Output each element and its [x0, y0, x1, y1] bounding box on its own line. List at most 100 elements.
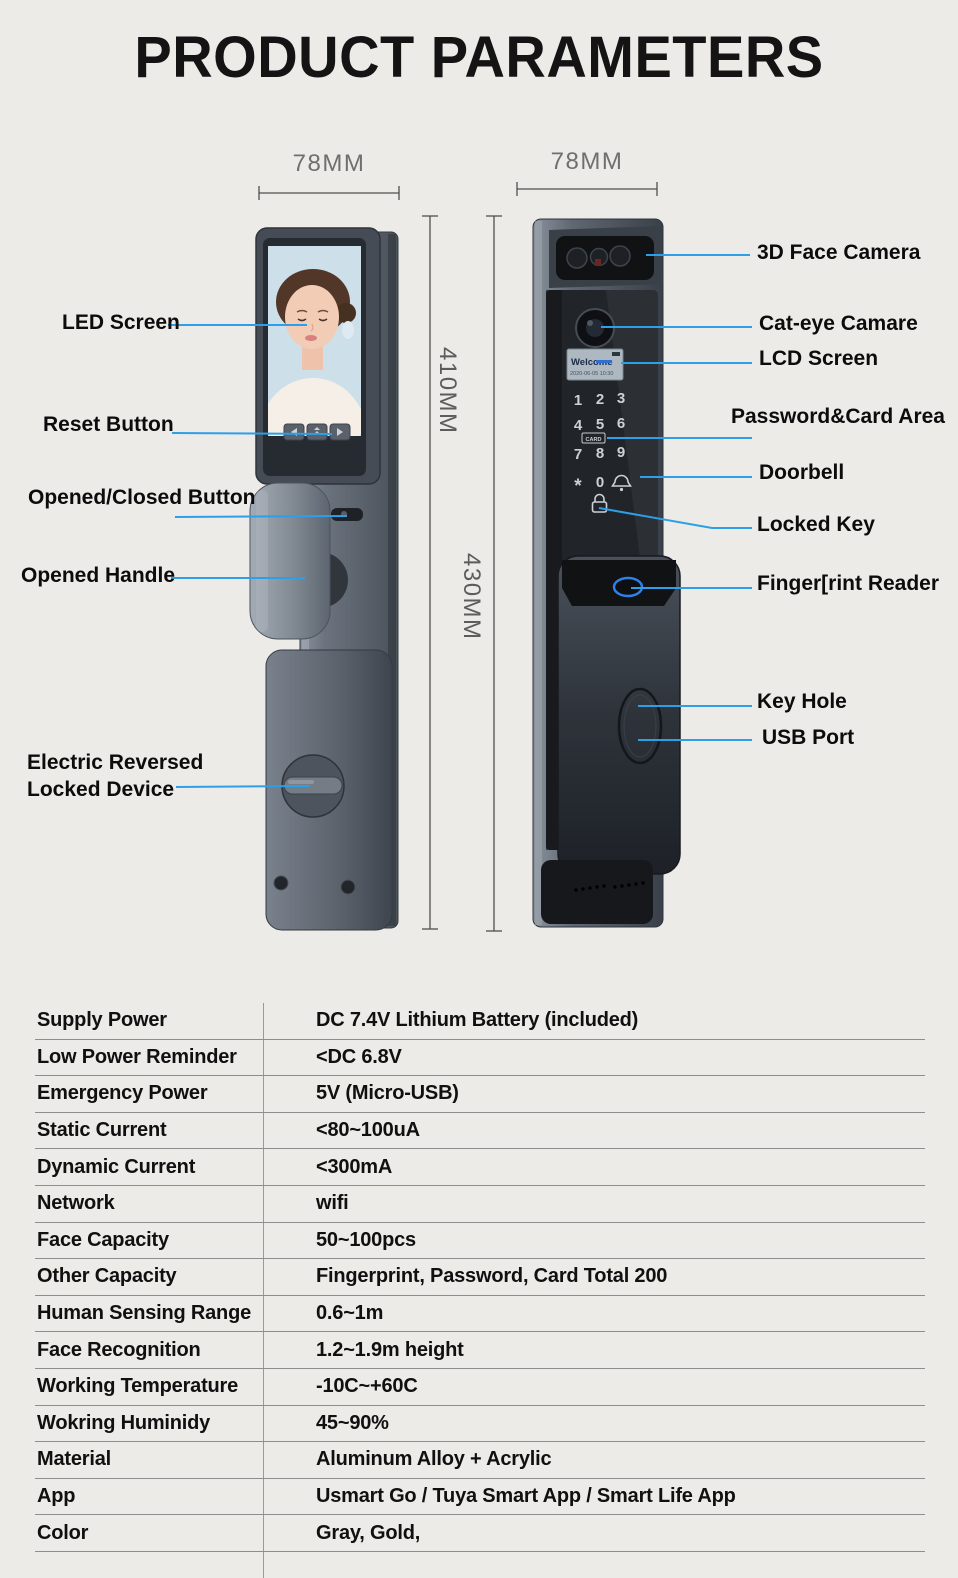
table-row: Static Current <80~100uA [35, 1112, 925, 1150]
label-key-hole: Key Hole [757, 690, 847, 713]
svg-text:CARD: CARD [586, 437, 602, 443]
table-row-empty [35, 1551, 925, 1578]
spec-value: DC 7.4V Lithium Battery (included) [316, 1009, 639, 1032]
dimension-width-right: 78MM [550, 148, 624, 175]
outdoor-handle [541, 555, 681, 924]
cat-eye-camera [575, 308, 615, 348]
lcd-screen: Welcome 2020-06-05 10:30 [566, 348, 624, 381]
screw-hole [273, 875, 289, 891]
key-8: 8 [596, 445, 604, 462]
card-slot-icon: CARD [581, 432, 606, 444]
spec-label: Supply Power [35, 1003, 264, 1039]
key-0: 0 [596, 474, 604, 491]
opened-handle [249, 482, 348, 640]
dimension-lines [258, 182, 658, 932]
label-opened-closed-button: Opened/Closed Button [28, 486, 256, 509]
speaker-holes [574, 881, 645, 892]
table-row: Color Gray, Gold, [35, 1515, 925, 1552]
spec-value: Fingerprint, Password, Card Total 200 [316, 1265, 668, 1288]
key-star: * [574, 476, 582, 497]
spec-value: Aluminum Alloy + Acrylic [316, 1448, 552, 1471]
key-2: 2 [596, 391, 604, 408]
spec-value: Gray, Gold, [316, 1521, 421, 1544]
label-opened-handle: Opened Handle [21, 564, 176, 587]
table-row: Wokring Huminidy 45~90% [35, 1405, 925, 1443]
spec-label: Face Recognition [35, 1332, 264, 1368]
spec-label: Other Capacity [35, 1259, 264, 1295]
spec-value: <80~100uA [316, 1119, 420, 1142]
spec-value: 50~100pcs [316, 1228, 416, 1251]
label-electric-line2: Locked Device [27, 778, 175, 801]
label-led-screen: LED Screen [62, 311, 180, 334]
table-row: Dynamic Current <300mA [35, 1149, 925, 1186]
spec-label: Wokring Huminidy [35, 1405, 264, 1442]
lower-body [265, 649, 393, 931]
table-row: Face Capacity 50~100pcs [35, 1222, 925, 1260]
lock-icon [591, 493, 608, 513]
led-screen-module [255, 227, 381, 485]
table-row: Material Aluminum Alloy + Acrylic [35, 1442, 925, 1479]
label-lcd-screen: LCD Screen [759, 347, 879, 370]
table-row: Working Temperature -10C~+60C [35, 1368, 925, 1406]
reset-buttons [283, 423, 351, 441]
dimension-height-right: 430MM [458, 553, 485, 641]
lock-diagram: Welcome 2020-06-05 10:30 1 2 3 4 5 6 7 8… [168, 182, 752, 932]
label-usb-port: USB Port [762, 726, 855, 749]
camera-lenses [566, 245, 631, 269]
key-5: 5 [596, 416, 604, 433]
label-electric-reversed-locked-device: Electric Reversed Locked Device [27, 749, 217, 803]
lcd-date-text: 2020-06-05 10:30 [570, 371, 613, 377]
portrait-photo [268, 246, 361, 436]
spec-value: 1.2~1.9m height [316, 1338, 464, 1361]
label-doorbell: Doorbell [759, 461, 845, 484]
page-title: PRODUCT PARAMETERS [134, 23, 824, 90]
spec-label: App [35, 1478, 264, 1515]
spec-label: Human Sensing Range [35, 1295, 264, 1332]
label-locked-key: Locked Key [757, 513, 875, 536]
spec-label: Color [35, 1515, 264, 1551]
spec-label: Face Capacity [35, 1222, 264, 1259]
password-card-keypad: 1 2 3 4 5 6 7 8 9 * 0 CARD [574, 390, 632, 513]
spec-value: <300mA [316, 1155, 393, 1178]
dimension-width-left: 78MM [292, 150, 366, 177]
key-4: 4 [574, 417, 583, 434]
dimension-height-left: 410MM [434, 347, 461, 435]
face-camera-module [549, 226, 663, 288]
spec-value: 45~90% [316, 1411, 389, 1434]
label-3d-face-camera: 3D Face Camera [757, 241, 921, 264]
spec-value: Usmart Go / Tuya Smart App / Smart Life … [316, 1485, 736, 1508]
spec-label: Network [35, 1185, 264, 1222]
table-row: Emergency Power 5V (Micro-USB) [35, 1076, 925, 1113]
label-reset-button: Reset Button [43, 413, 174, 436]
spec-label: Static Current [35, 1112, 264, 1149]
bottom-cap [541, 860, 653, 924]
spec-label: Dynamic Current [35, 1149, 264, 1185]
outdoor-lock-illustration: Welcome 2020-06-05 10:30 1 2 3 4 5 6 7 8… [532, 218, 681, 928]
table-row: Human Sensing Range 0.6~1m [35, 1295, 925, 1333]
spec-label: Working Temperature [35, 1368, 264, 1405]
key-9: 9 [617, 444, 625, 461]
label-fingerprint-reader: Finger[rint Reader [757, 572, 940, 595]
doorbell-icon [611, 474, 632, 492]
key-7: 7 [574, 446, 582, 463]
opened-closed-button [331, 508, 363, 521]
indoor-lock-illustration [249, 227, 399, 931]
spec-value: -10C~+60C [316, 1375, 418, 1398]
spec-value: wifi [316, 1192, 349, 1215]
table-row: App Usmart Go / Tuya Smart App / Smart L… [35, 1478, 925, 1516]
label-password-card-area: Password&Card Area [731, 405, 945, 428]
table-row: Other Capacity Fingerprint, Password, Ca… [35, 1259, 925, 1296]
spec-value: 5V (Micro-USB) [316, 1082, 459, 1105]
label-cat-eye-camera: Cat-eye Camare [759, 312, 918, 335]
table-row: Low Power Reminder <DC 6.8V [35, 1039, 925, 1077]
key-3: 3 [617, 390, 625, 407]
spec-label: Low Power Reminder [35, 1039, 264, 1076]
table-row: Face Recognition 1.2~1.9m height [35, 1332, 925, 1369]
table-row: Network wifi [35, 1185, 925, 1223]
label-electric-line1: Electric Reversed [27, 751, 204, 774]
spec-label: Material [35, 1442, 264, 1478]
key-6: 6 [617, 415, 625, 432]
screw-hole [340, 879, 356, 895]
key-1: 1 [574, 392, 582, 409]
